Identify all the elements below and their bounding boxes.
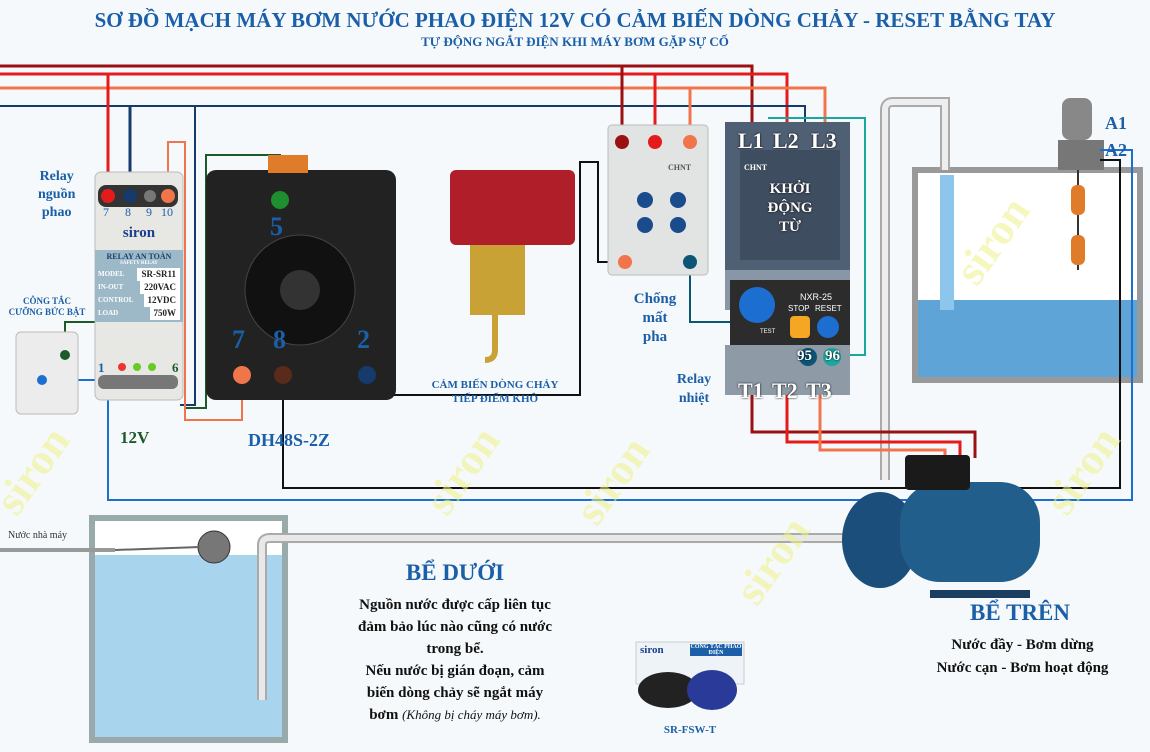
relay-brand: siron [122, 225, 156, 241]
timer-socket [206, 155, 396, 400]
page-title: SƠ ĐỒ MẠCH MÁY BƠM NƯỚC PHAO ĐIỆN 12V CÓ… [94, 8, 1056, 32]
product-model: SR-FSW-T [663, 724, 717, 736]
relay-pin-8: 8 [125, 205, 131, 219]
relay-panel-title: RELAY AN TOÀN [106, 252, 172, 261]
float-a1: A1 [1105, 113, 1127, 133]
test-button[interactable]: TEST [760, 329, 776, 335]
terminal-l2: L2 [773, 128, 799, 153]
override-switch [15, 331, 79, 415]
relay-panel-subtitle: SAFETY RELAY [120, 261, 158, 266]
product-box-text: CÔNG TẮC PHAO ĐIỆN [690, 644, 742, 656]
contact-95: 95 [797, 348, 812, 364]
thermal-relay-model: NXR-25 [800, 292, 833, 302]
page-subtitle: TỰ ĐỘNG NGẮT ĐIỆN KHI MÁY BƠM GẶP SỰ CỐ [421, 34, 729, 49]
relay-pin-1: 1 [98, 360, 105, 375]
relay-pin-6: 6 [172, 360, 179, 375]
timer-pin-8: 8 [273, 325, 286, 354]
product-brand: siron [640, 644, 664, 656]
stop-button[interactable]: STOP [788, 304, 810, 313]
relay-pin-7: 7 [103, 205, 109, 219]
relay-pin-9: 9 [146, 205, 152, 219]
float-switch [107, 98, 1133, 501]
timer-pin-2: 2 [357, 325, 370, 354]
phase-relay-brand: CHNT [668, 163, 692, 172]
lower-tank [0, 515, 845, 743]
terminal-l3: L3 [811, 128, 837, 153]
water-pump [842, 455, 1040, 598]
upper-tank-title: BỂ TRÊN [970, 600, 1070, 625]
timer-pin-7: 7 [232, 325, 245, 354]
terminal-l1: L1 [738, 128, 764, 153]
contactor-device [725, 122, 850, 395]
float-a2: A2 [1105, 140, 1127, 160]
reset-button[interactable]: RESET [815, 304, 842, 313]
lower-tank-description: Nguồn nước được cấp liên tục đảm bảo lúc… [358, 597, 552, 723]
terminal-t1: T1 [738, 378, 764, 403]
contact-96: 96 [825, 348, 840, 364]
contactor-brand: CHNT [744, 163, 768, 172]
terminal-t3: T3 [806, 378, 832, 403]
inlet-label: Nước nhà máy [8, 530, 68, 541]
phase-relay-device [607, 124, 709, 276]
relay-pin-10: 10 [161, 205, 173, 219]
upper-tank [880, 97, 1143, 480]
terminal-t2: T2 [772, 378, 798, 403]
timer-model: DH48S-2Z [248, 430, 331, 450]
timer-pin-5: 5 [270, 212, 283, 241]
lower-tank-title: BỂ DƯỚI [405, 560, 505, 585]
flow-sensor [450, 170, 575, 363]
voltage-label: 12V [120, 428, 150, 447]
